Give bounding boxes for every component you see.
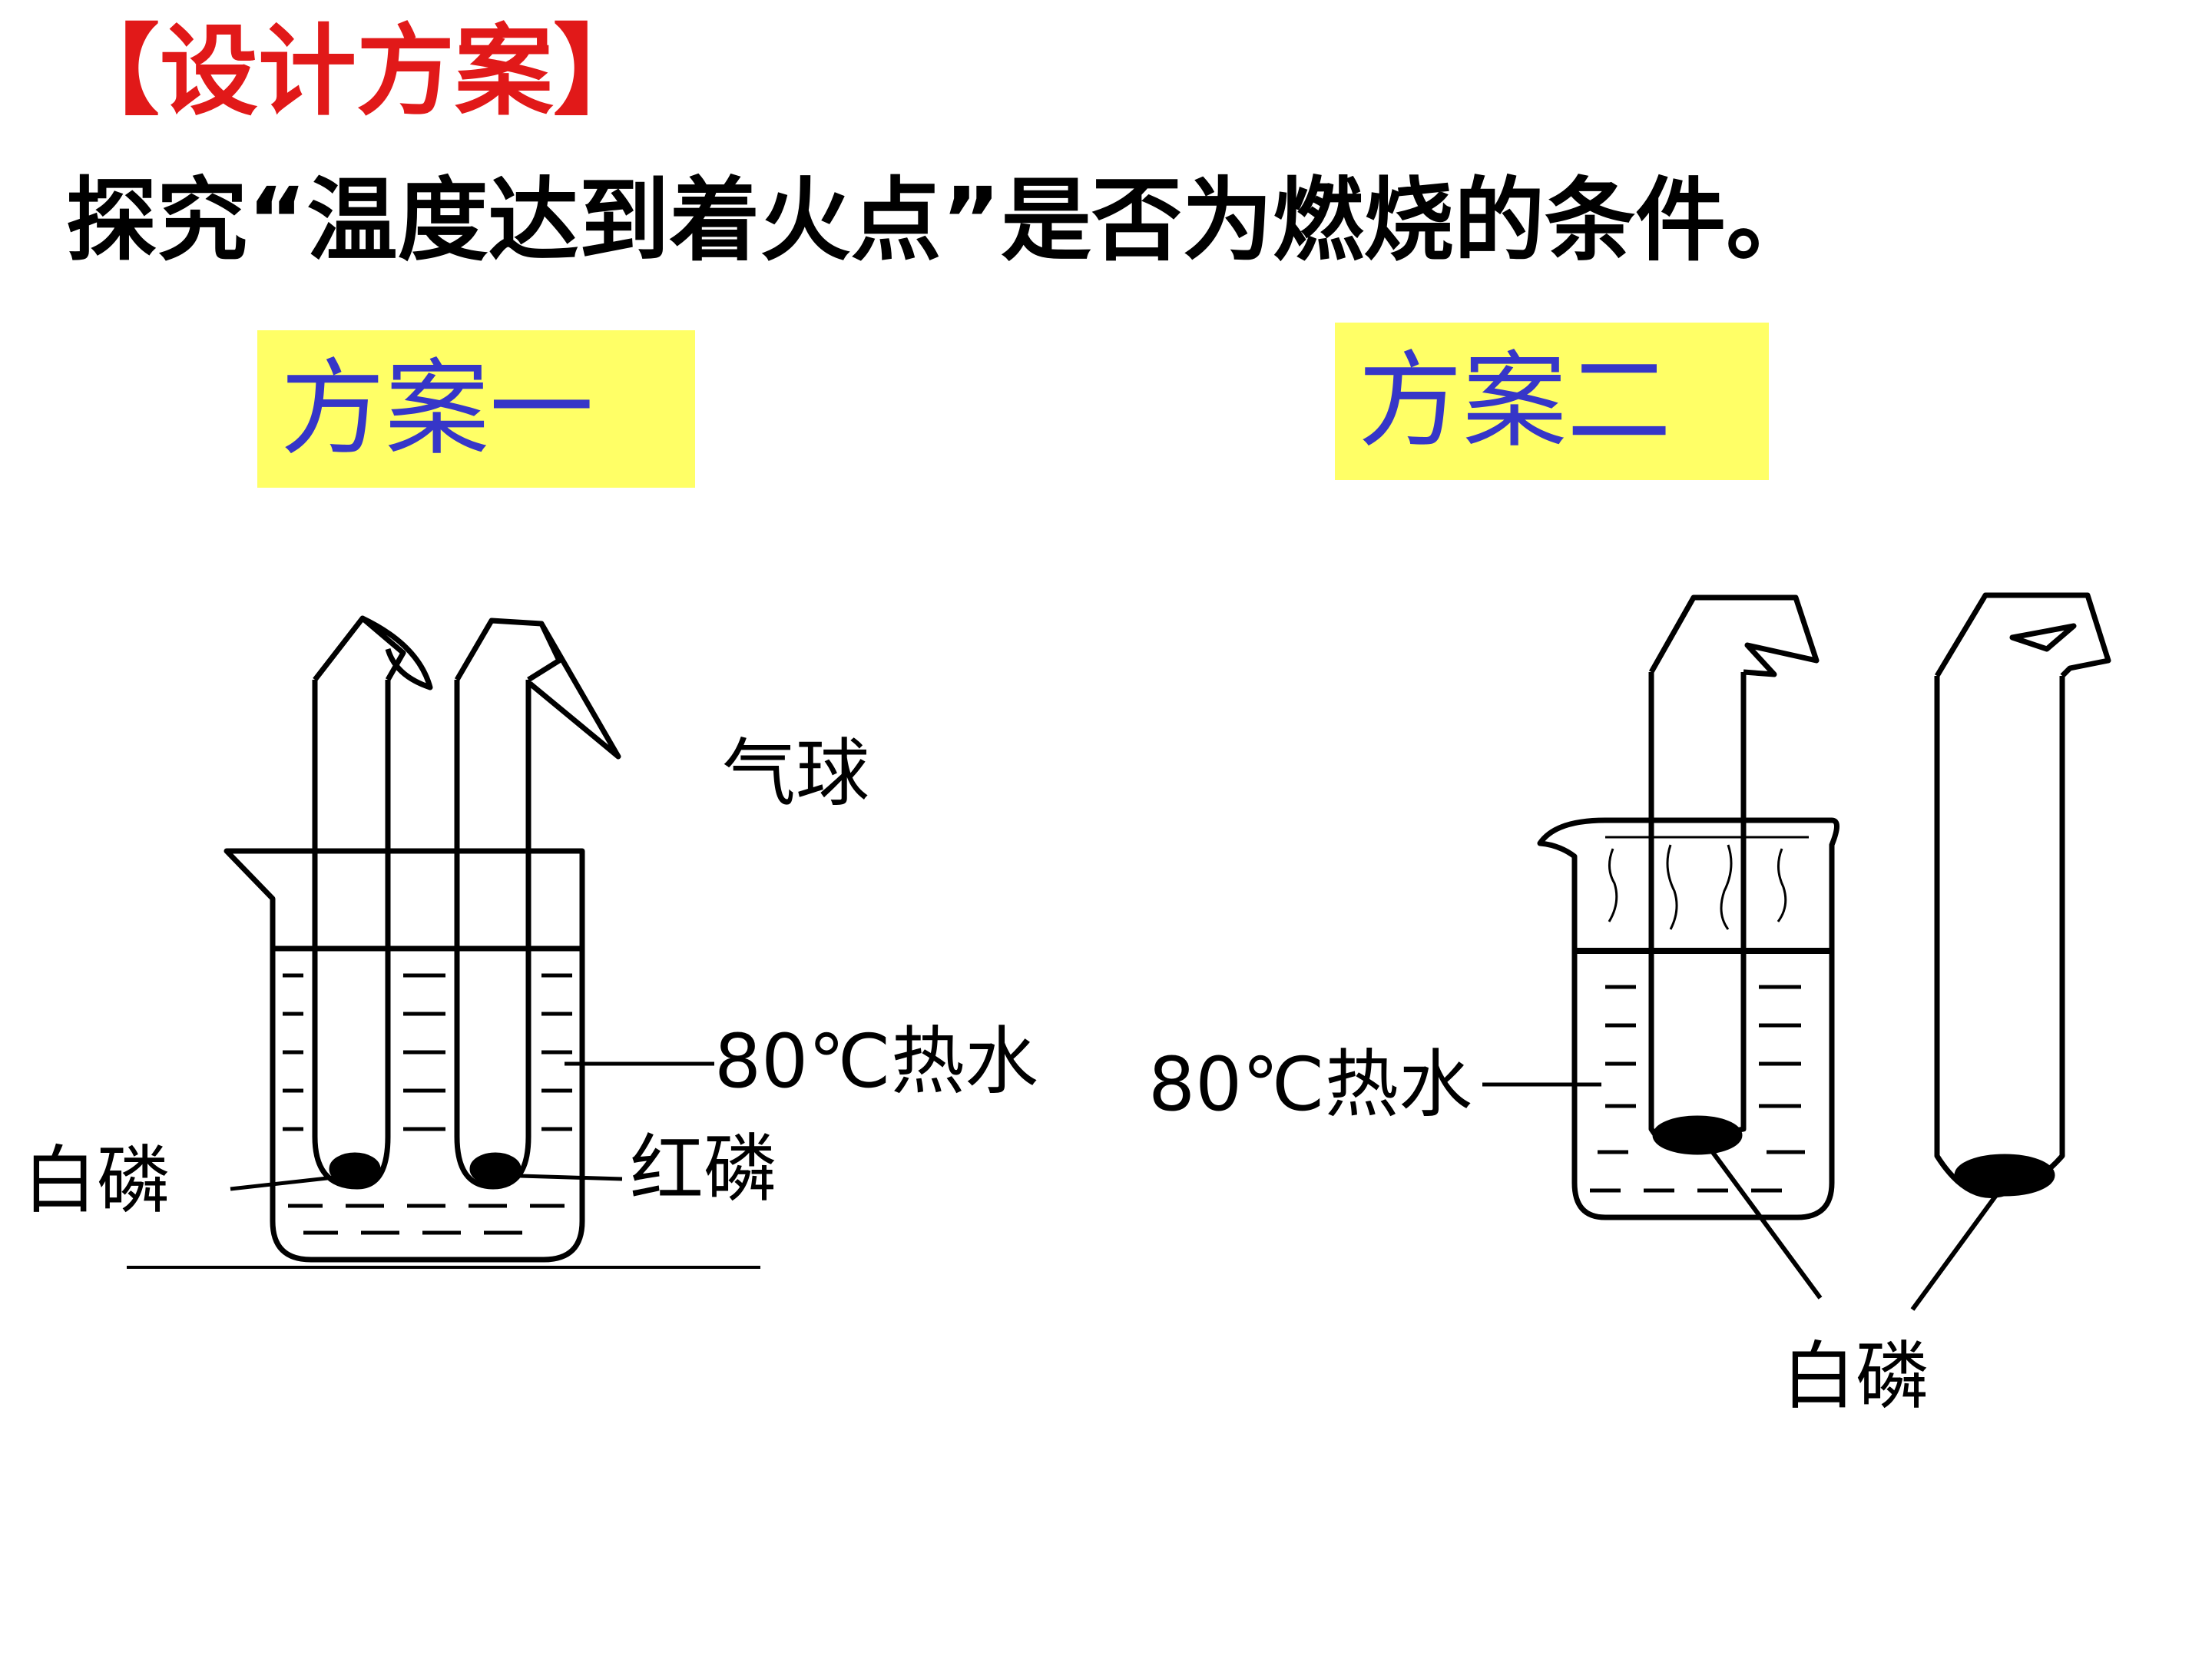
plan-two-label: 方案二 [1335,323,1769,480]
plan-two-white-phosphorus-leader-left [1699,1135,1823,1300]
plan-one-right-balloon [454,618,621,760]
plan-one-red-phosphorus-blob [469,1152,522,1186]
plan-one-left-test-tube [312,680,391,1190]
plan-one-red-phosphorus-label: 红磷 [630,1126,777,1212]
plan-one-white-phosphorus-leader [230,1173,356,1191]
plan-two-apparatus [1482,592,2111,1311]
plan-one-right-test-tube [454,680,531,1190]
plan-one-hot-water-label: 80℃热水 [714,1018,1038,1104]
plan-two-free-balloon [1934,592,2111,678]
plan-two-white-phosphorus-leader-right [1910,1187,2003,1311]
plan-one-label: 方案一 [257,330,695,488]
plan-two-vapour [1608,844,1787,930]
plan-one-water-dashes [283,973,572,1235]
plan-one-red-phosphorus-leader [495,1173,623,1181]
plan-two-free-test-tube [1934,676,2065,1198]
plan-two-immersed-test-tube [1648,672,1747,1150]
plan-two-beaker [1537,817,1839,1220]
plan-one-white-phosphorus-label: 白磷 [23,1137,171,1224]
plan-two-immersed-phosphorus-blob [1652,1115,1743,1155]
plan-one-apparatus [127,615,760,1269]
plan-one-beaker [224,848,585,1263]
plan-two-white-phosphorus-label: 白磷 [1782,1333,1929,1419]
plan-one-left-balloon [313,615,433,690]
plan-two-hot-water-label: 80℃热水 [1148,1041,1472,1128]
slide-heading: 【设计方案】 [61,15,652,129]
plan-one-balloon-label: 气球 [722,730,869,816]
slide-subtitle: 探究“温度达到着火点”是否为燃烧的条件。 [66,167,1817,273]
plan-two-immersed-balloon [1648,594,1820,677]
plan-two-water-dashes [1590,985,1805,1193]
plan-two-free-phosphorus-blob [1954,1154,2055,1197]
